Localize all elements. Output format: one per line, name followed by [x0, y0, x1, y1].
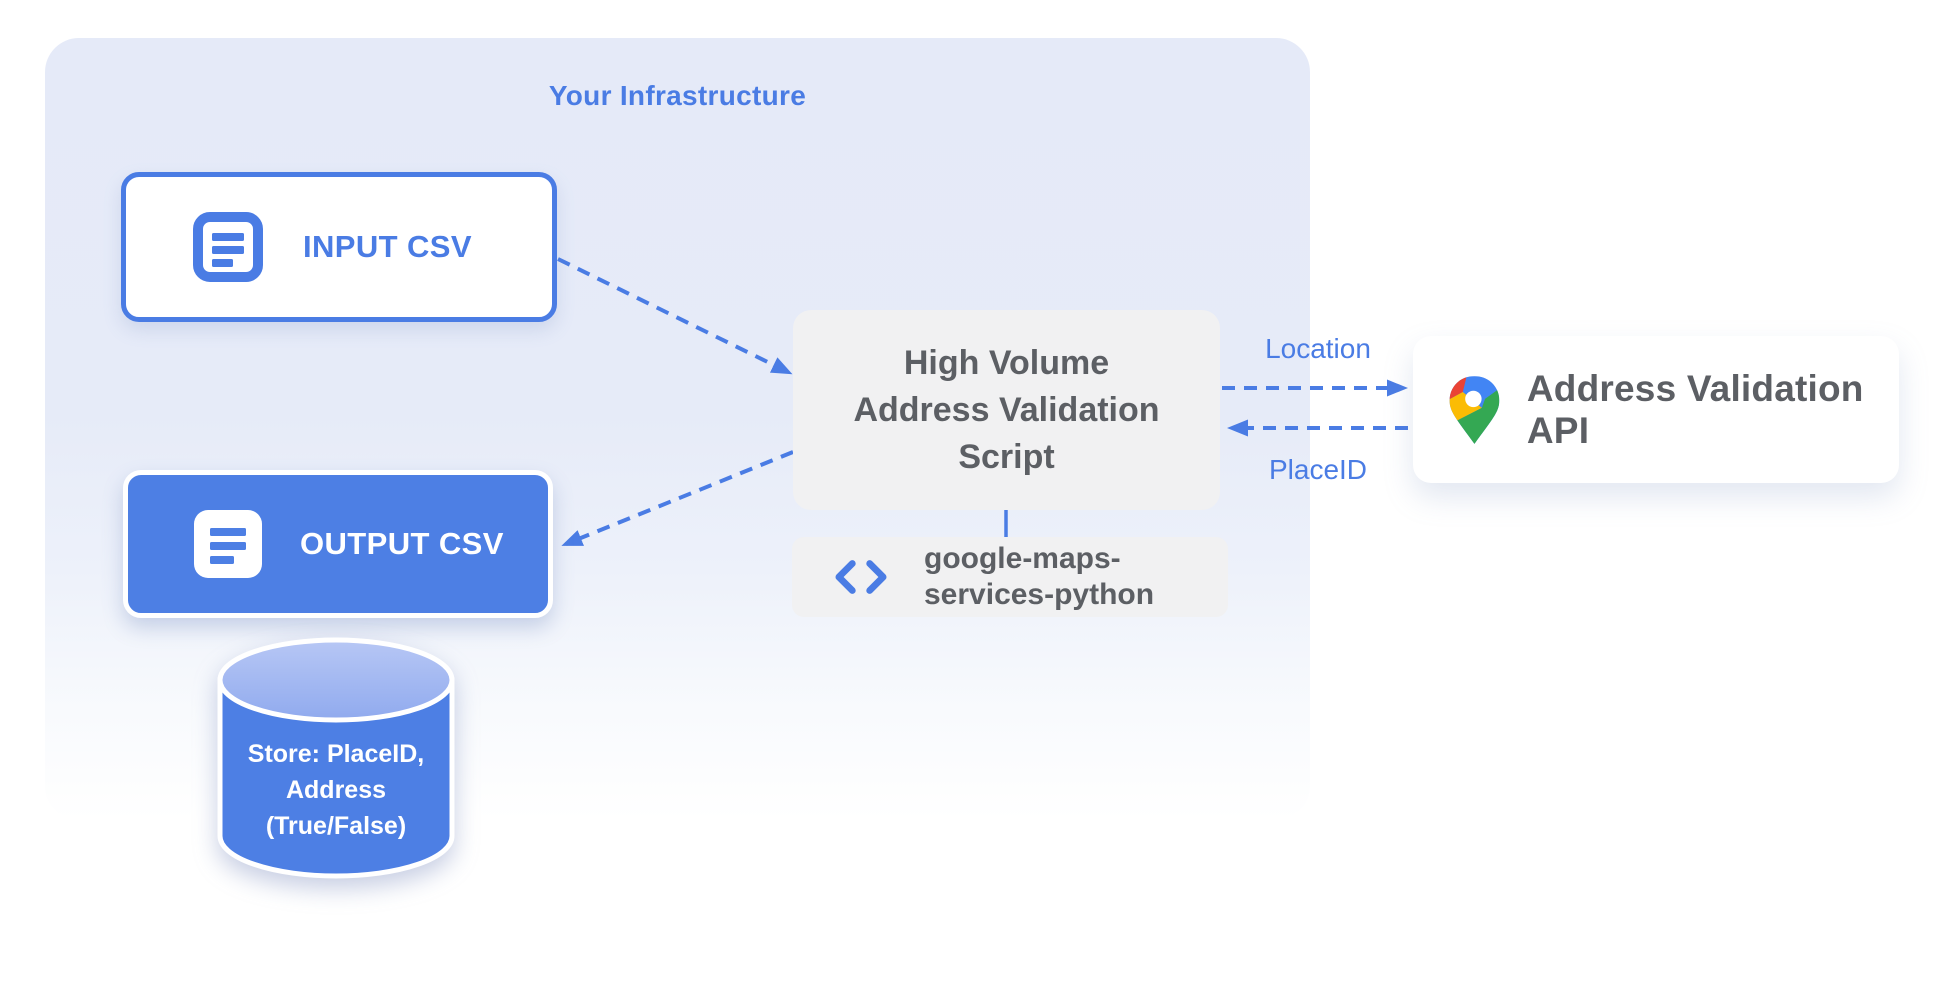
datastore-text: Store: PlaceID, Address (True/False): [221, 736, 451, 844]
location-flow-label: Location: [1265, 333, 1371, 364]
datastore-line: (True/False): [265, 812, 407, 840]
input-csv-label: INPUT CSV: [303, 229, 472, 264]
output-csv-label: OUTPUT CSV: [300, 526, 504, 561]
script-node: High Volume Address Validation Script: [793, 310, 1220, 510]
code-brackets-icon: [835, 560, 887, 594]
google-maps-pin-icon: [1449, 375, 1500, 444]
output-csv-node: OUTPUT CSV: [123, 470, 553, 618]
api-node: Address Validation API: [1413, 336, 1899, 483]
datastore-line: Address: [285, 776, 387, 804]
script-line: Script: [958, 437, 1055, 476]
datastore-cylinder: [217, 637, 455, 879]
script-line: High Volume: [903, 343, 1110, 382]
library-line: google-maps-: [924, 542, 1121, 575]
infrastructure-title: Your Infrastructure: [548, 80, 807, 111]
datastore-line: Store: PlaceID,: [247, 740, 425, 768]
library-line: services-python: [924, 578, 1155, 611]
placeid-flow-label: PlaceID: [1268, 454, 1368, 485]
input-csv-node: INPUT CSV: [121, 172, 557, 322]
library-node: google-maps- services-python: [792, 537, 1228, 617]
document-lines-icon: [194, 510, 262, 578]
api-label: Address Validation API: [1526, 367, 1864, 451]
script-line: Address Validation: [853, 390, 1160, 429]
library-label: google-maps- services-python: [924, 541, 1154, 613]
document-lines-icon: [193, 212, 263, 282]
